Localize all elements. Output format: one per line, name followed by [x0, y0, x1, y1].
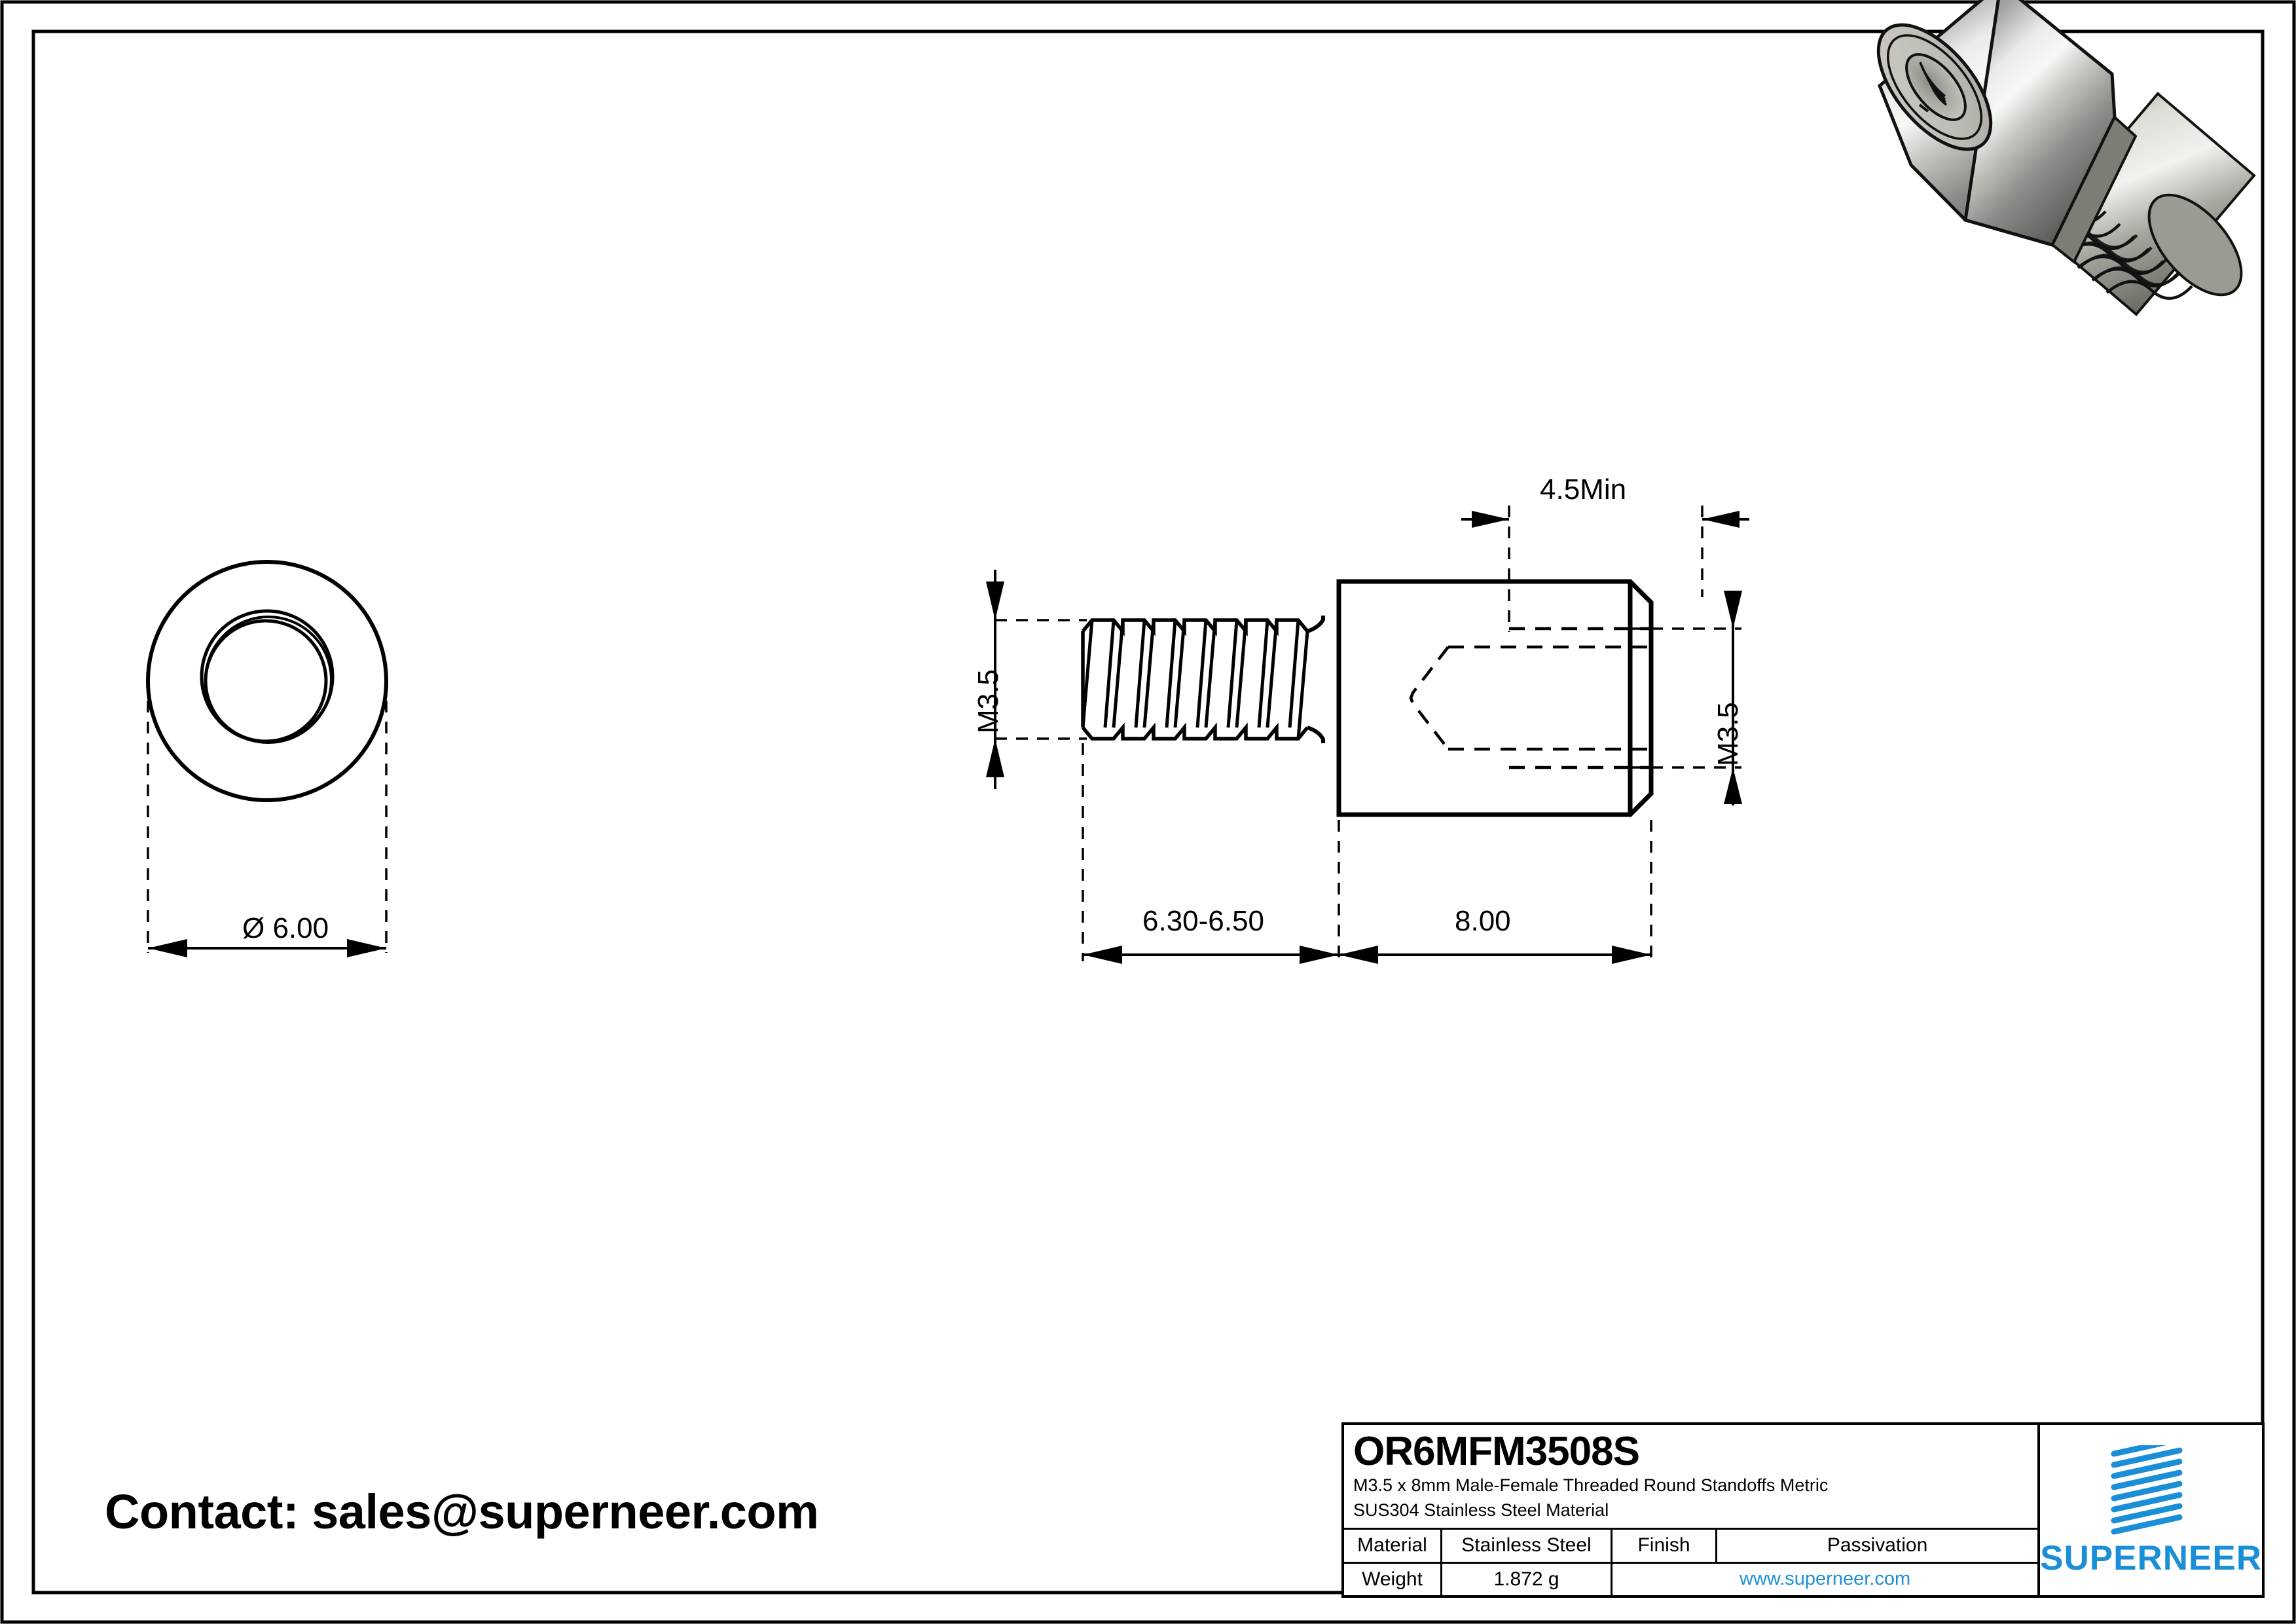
male-thread-dimension	[986, 570, 1087, 789]
weight-value: 1.872 g	[1442, 1563, 1613, 1595]
description-line-2: SUS304 Stainless Steel Material	[1353, 1500, 1609, 1521]
brand-wordmark: SUPERNEER	[2040, 1538, 2262, 1578]
iso-view-3d-render	[1876, 0, 2256, 316]
thread-depth-dimension	[1461, 506, 1749, 632]
title-block-left: OR6MFM3508S M3.5 x 8mm Male-Female Threa…	[1344, 1425, 2041, 1595]
table-row: Material Stainless Steel Finish Passivat…	[1344, 1530, 2038, 1564]
description-line-1: M3.5 x 8mm Male-Female Threaded Round St…	[1353, 1475, 1829, 1496]
weight-label: Weight	[1344, 1563, 1442, 1595]
finish-label: Finish	[1613, 1530, 1717, 1562]
side-view-hidden-bore	[1409, 627, 1651, 769]
dimension-label-female-thread: M3.5	[1712, 702, 1744, 766]
title-block: OR6MFM3508S M3.5 x 8mm Male-Female Threa…	[1341, 1422, 2265, 1598]
dimension-label-body-length: 8.00	[1455, 905, 1511, 937]
finish-value: Passivation	[1827, 1534, 1928, 1557]
sheet-border-inner	[31, 29, 2265, 1595]
side-view-body	[1336, 579, 1654, 817]
material-label: Material	[1344, 1530, 1442, 1562]
dimension-label-thread-length: 6.30-6.50	[1142, 905, 1264, 937]
dimension-label-diameter: Ø 6.00	[242, 912, 329, 944]
spec-table: Material Stainless Steel Finish Passivat…	[1344, 1530, 2038, 1595]
length-dimensions	[1082, 743, 1652, 964]
part-description-area: OR6MFM3508S M3.5 x 8mm Male-Female Threa…	[1344, 1425, 2038, 1530]
table-row: Weight 1.872 g www.superneer.com	[1344, 1563, 2037, 1595]
front-view-circle	[146, 560, 388, 802]
material-value: Stainless Steel	[1442, 1530, 1613, 1562]
female-thread-dimension	[1630, 591, 1742, 805]
dimension-label-thread-depth: 4.5Min	[1540, 473, 1627, 506]
part-number: OR6MFM3508S	[1353, 1429, 1640, 1474]
iso-female-thread-face	[1876, 23, 1993, 151]
contact-text: Contact: sales@superneer.com	[105, 1485, 819, 1539]
superneer-logo-icon	[2111, 1445, 2183, 1534]
diameter-dimension	[147, 701, 388, 957]
dimension-label-male-thread: M3.5	[972, 669, 1004, 733]
brand-area: SUPERNEER	[2040, 1425, 2262, 1595]
side-view-male-thread	[1081, 616, 1325, 743]
website-link[interactable]: www.superneer.com	[1740, 1568, 1911, 1590]
